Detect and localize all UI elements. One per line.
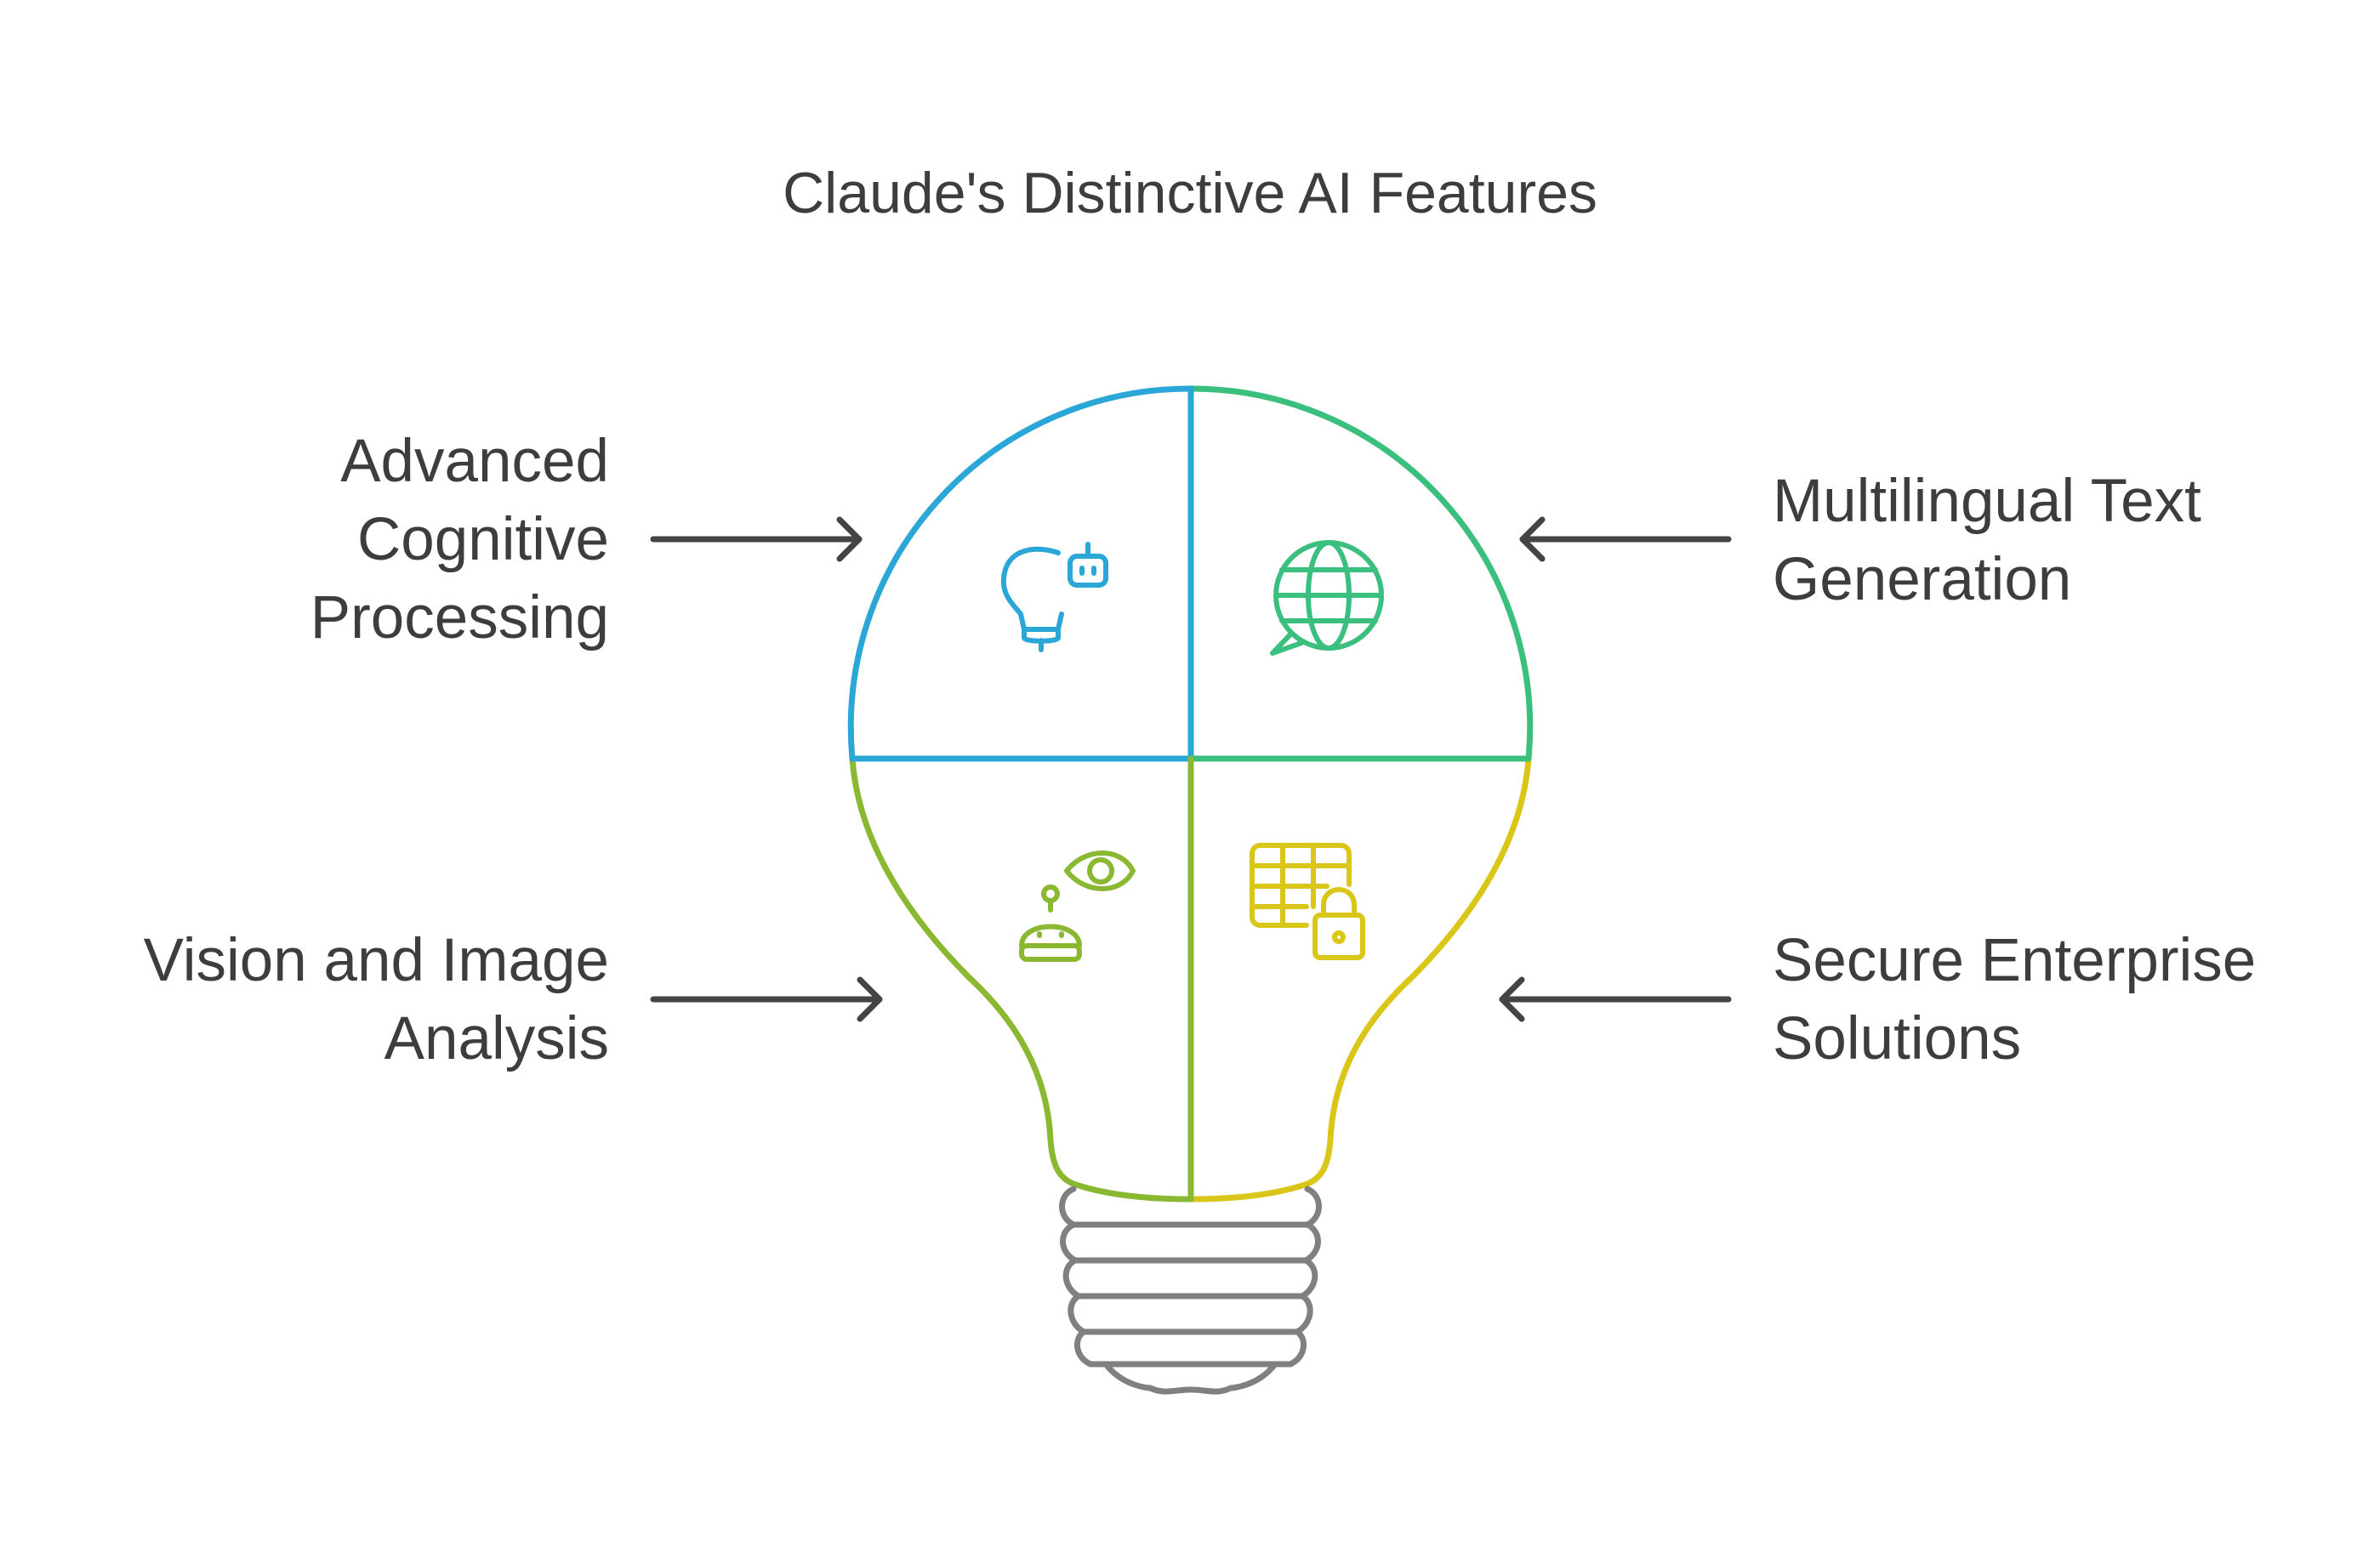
diagram-title: Claude's Distinctive AI Features — [783, 161, 1597, 225]
bulb-outline-bottom-left — [849, 755, 1194, 1203]
label-line: Generation — [1773, 546, 2072, 613]
label-advanced-cognitive-processing: Advanced Cognitive Processing — [65, 423, 609, 657]
globe-speech-icon — [1270, 540, 1384, 656]
arrow-top-left — [650, 516, 863, 562]
arrow-top-right — [1519, 516, 1732, 562]
label-line: Processing — [310, 584, 609, 651]
table-lock-icon — [1250, 843, 1365, 960]
bulb-screw-base — [1059, 1186, 1322, 1395]
label-line: Solutions — [1773, 1005, 2022, 1072]
label-line: Analysis — [384, 1005, 609, 1072]
robot-eye-icon — [1019, 850, 1136, 962]
label-secure-enterprise-solutions: Secure Enterprise Solutions — [1773, 922, 2368, 1078]
bulb-outline-bottom-right — [1187, 755, 1532, 1203]
label-vision-and-image-analysis: Vision and Image Analysis — [14, 922, 609, 1078]
arrow-bottom-left — [650, 976, 883, 1022]
label-line: Cognitive — [357, 506, 609, 573]
label-line: Secure Enterprise — [1773, 927, 2257, 994]
bulb-outline-top-left — [847, 385, 1194, 762]
label-line: Vision and Image — [143, 927, 609, 994]
lightbulb-robot-icon — [1000, 542, 1108, 652]
bulb-outline-top-right — [1187, 385, 1534, 762]
label-line: Multilingual Text — [1773, 468, 2201, 535]
label-line: Advanced — [340, 428, 609, 495]
label-multilingual-text-generation: Multilingual Text Generation — [1773, 463, 2368, 619]
arrow-bottom-right — [1499, 976, 1732, 1022]
